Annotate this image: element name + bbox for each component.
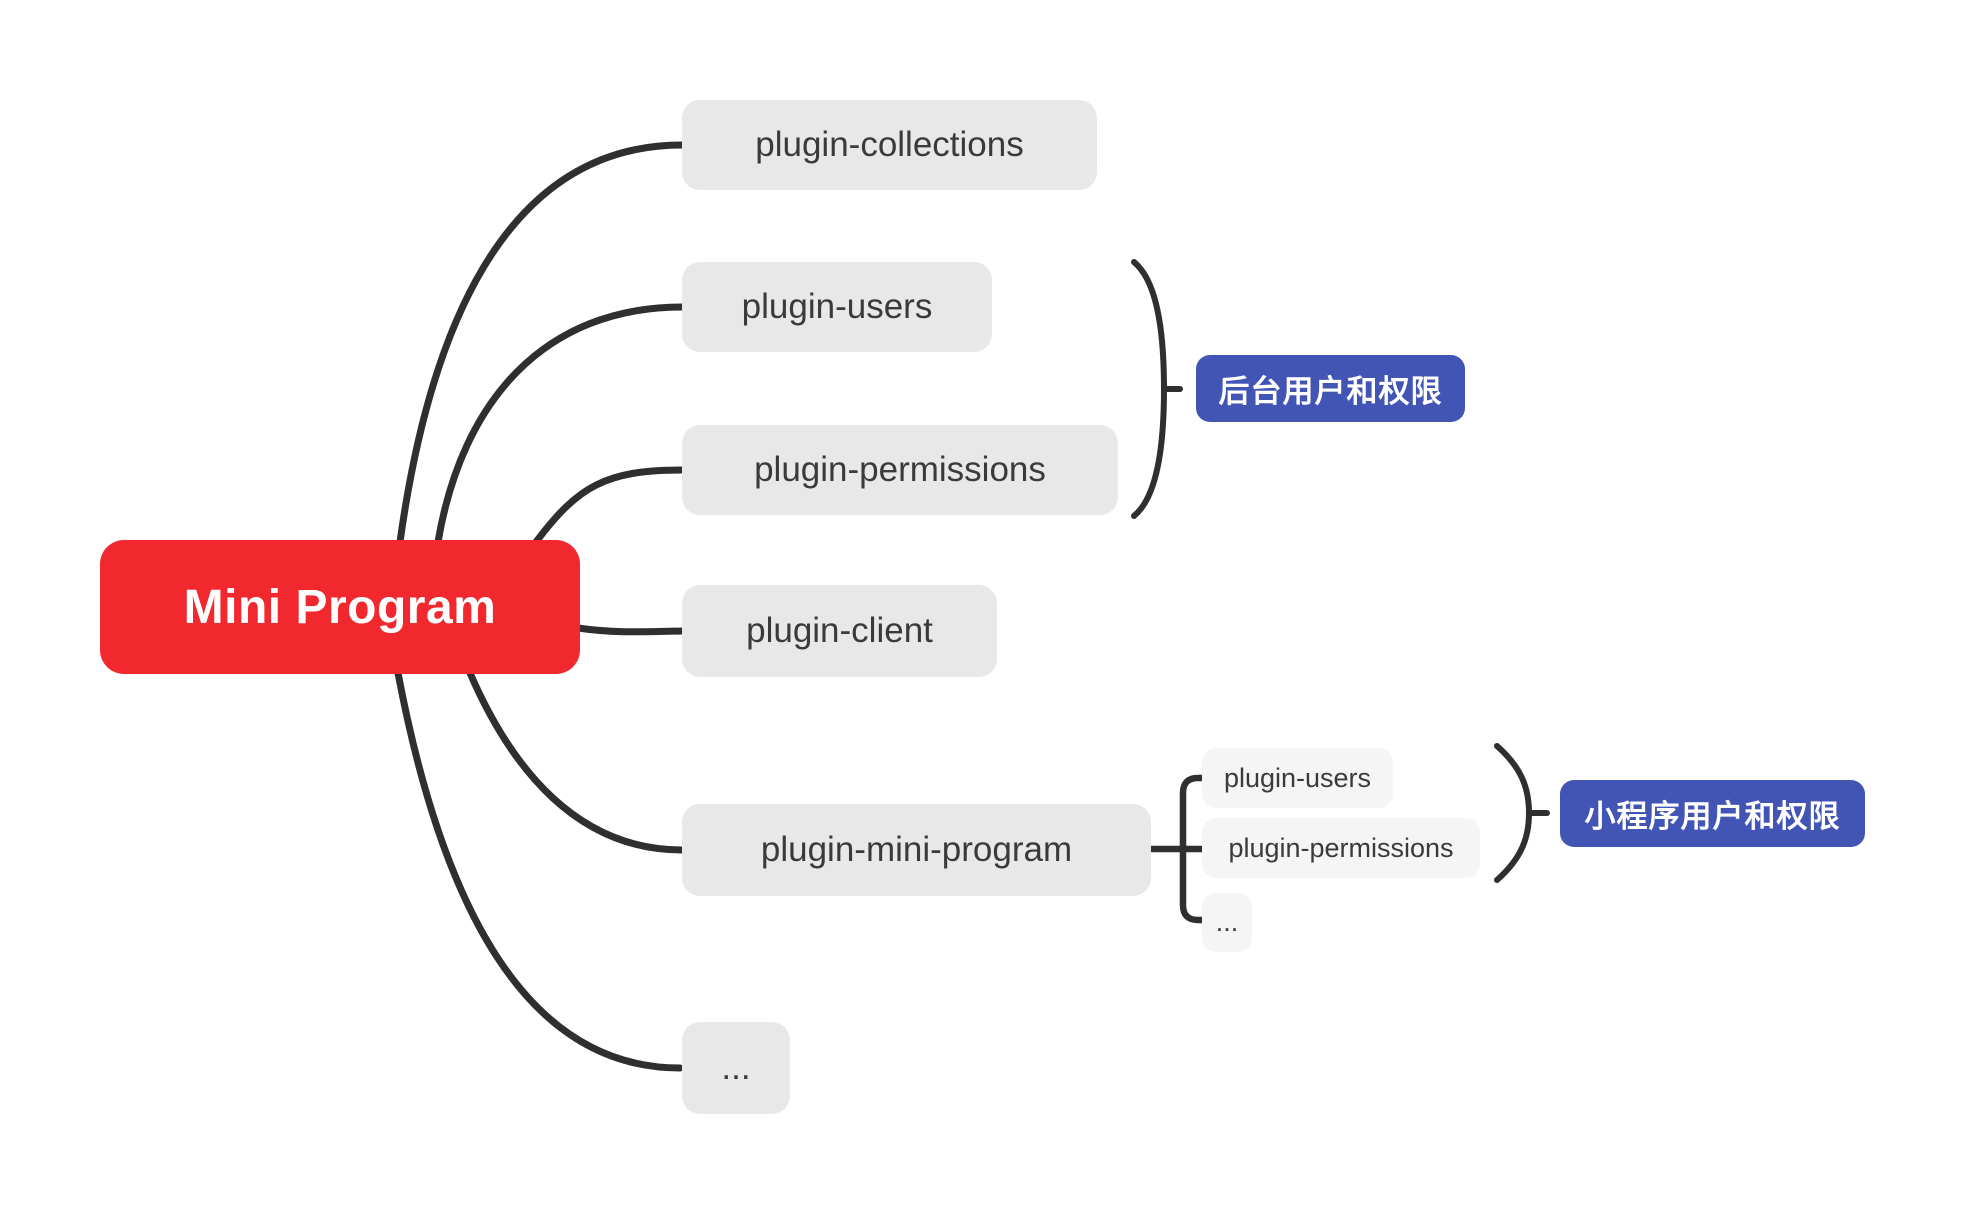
- topic-ellipsis[interactable]: ...: [682, 1022, 790, 1114]
- edge-root-to-plugin-collections: [396, 141, 686, 546]
- edge-root-to-plugin-users: [434, 303, 686, 546]
- edge-root-to-ellipsis: [394, 669, 684, 1072]
- topic-plugin-client[interactable]: plugin-client: [682, 585, 997, 677]
- topic-plugin-permissions[interactable]: plugin-permissions: [682, 425, 1118, 515]
- topic-plugin-collections[interactable]: plugin-collections: [682, 100, 1097, 190]
- subtopic-ellipsis[interactable]: ...: [1202, 893, 1252, 952]
- subtopic-plugin-users[interactable]: plugin-users: [1202, 748, 1393, 808]
- summary-bracket-miniprogram: [1494, 743, 1532, 883]
- topic-plugin-mini-program[interactable]: plugin-mini-program: [682, 804, 1151, 896]
- edge-children-trunk-vertical: [1179, 774, 1206, 924]
- edge-root-to-plugin-client: [574, 624, 686, 636]
- summary-bracket-backend: [1131, 259, 1167, 519]
- edge-root-to-plugin-mini-program: [466, 669, 686, 854]
- subtopic-plugin-permissions[interactable]: plugin-permissions: [1202, 818, 1480, 878]
- summary-miniprogram-users-permissions[interactable]: 小程序用户和权限: [1560, 780, 1865, 847]
- topic-plugin-users[interactable]: plugin-users: [682, 262, 992, 352]
- root-topic-mini-program[interactable]: Mini Program: [100, 540, 580, 674]
- edge-root-to-plugin-permissions: [532, 466, 686, 546]
- summary-backend-users-permissions[interactable]: 后台用户和权限: [1196, 355, 1465, 422]
